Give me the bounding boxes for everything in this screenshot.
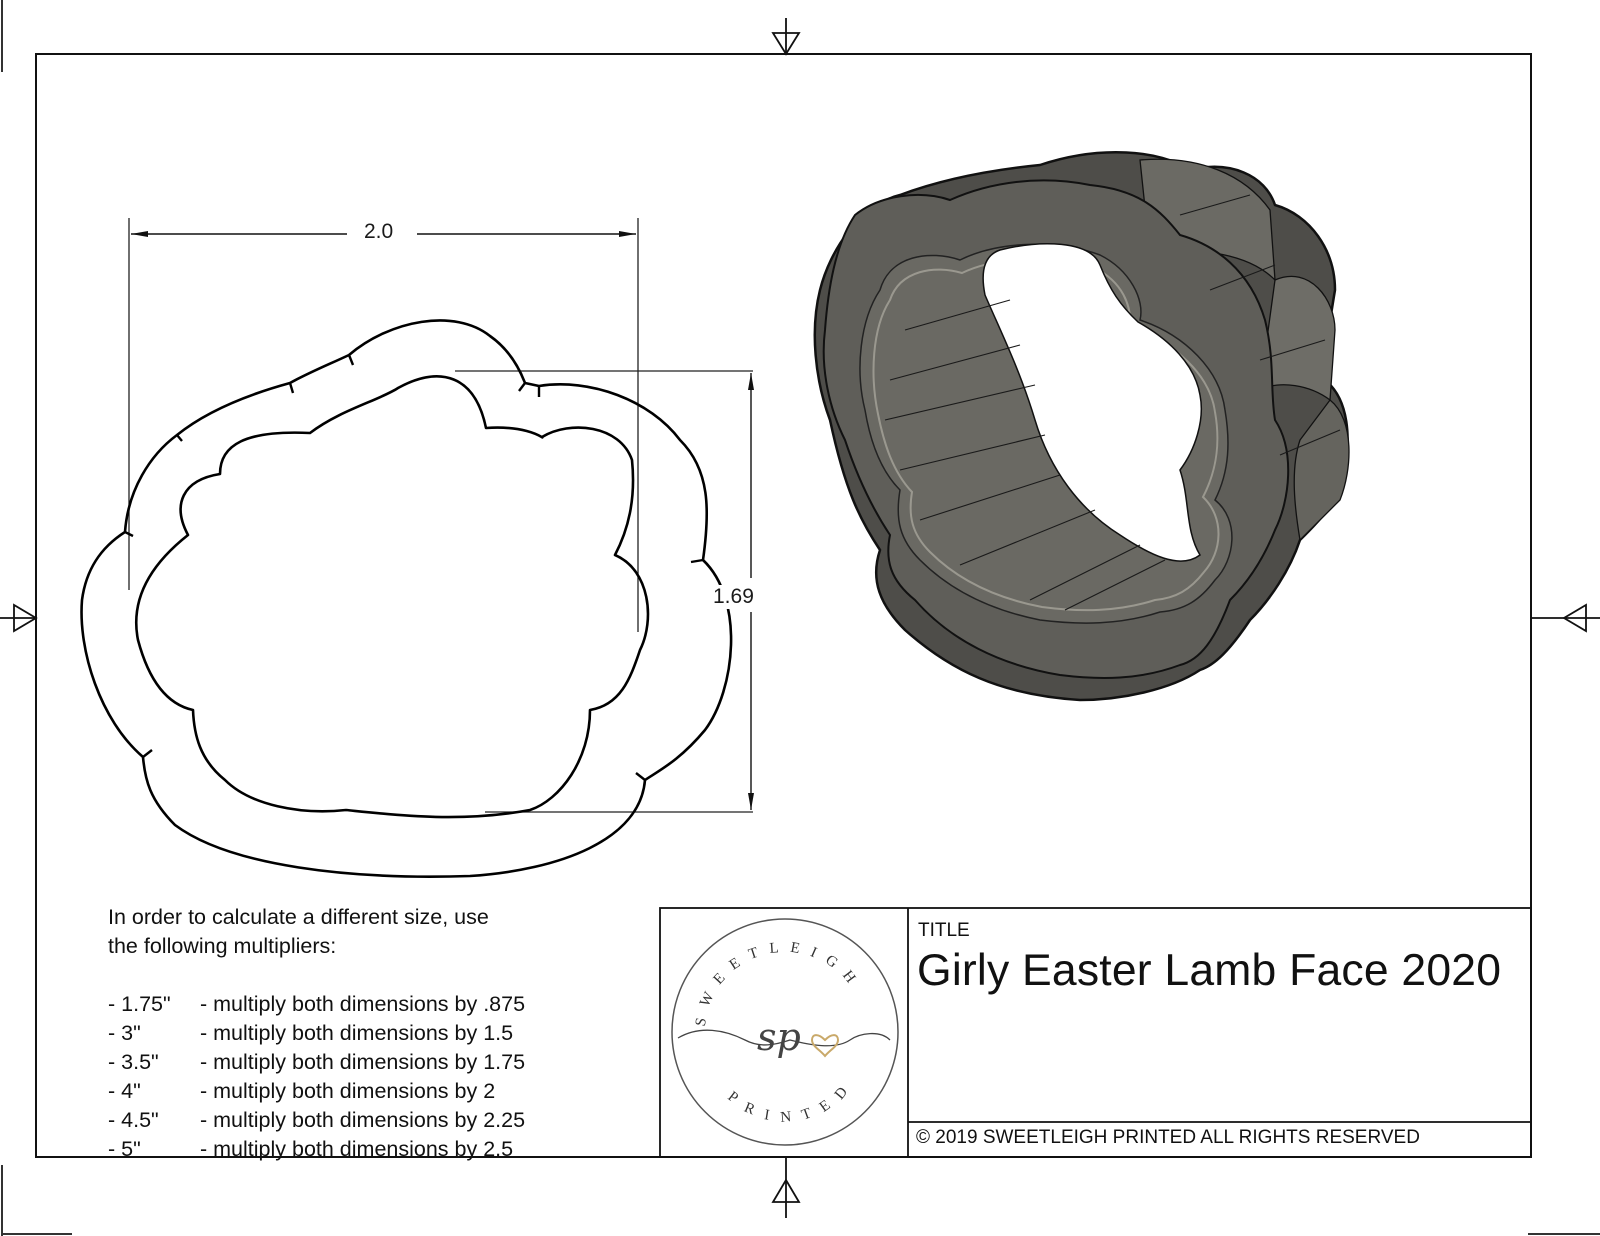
- title-block: [659, 907, 1532, 1158]
- resize-notes: In order to calculate a different size, …: [108, 903, 525, 1164]
- notes-intro-line-1: In order to calculate a different size, …: [108, 905, 489, 929]
- logo-bottom-text: PRINTED: [725, 1075, 859, 1126]
- dimension-extension-lines: [128, 218, 753, 813]
- copyright-notice: © 2019 SWEETLEIGH PRINTED ALL RIGHTS RES…: [916, 1127, 1420, 1148]
- drawing-title: Girly Easter Lamb Face 2020: [917, 946, 1502, 995]
- multiplier-row: - 5"- multiply both dimensions by 2.5: [108, 1137, 514, 1161]
- multiplier-row: - 3.5"- multiply both dimensions by 1.75: [108, 1050, 526, 1074]
- title-label: TITLE: [918, 920, 970, 941]
- brand-logo: SWEETLEIGH PRINTED sp: [671, 918, 899, 1146]
- center-marker-top: [771, 18, 801, 56]
- multiplier-row: - 1.75"- multiply both dimensions by .87…: [108, 992, 526, 1016]
- heart-icon: [810, 1034, 840, 1058]
- center-marker-right: [1531, 603, 1600, 633]
- cutter-3d-render: [813, 151, 1350, 702]
- width-dimension-label: 2.0: [360, 220, 398, 244]
- height-dimension: [748, 373, 754, 810]
- center-marker-bottom: [771, 1157, 801, 1218]
- logo-monogram: sp: [757, 1015, 801, 1059]
- width-dimension: [131, 231, 636, 237]
- cutter-inner-outline: [134, 375, 650, 819]
- notes-intro-line-2: the following multipliers:: [108, 934, 337, 958]
- outline-segment-ticks: [124, 354, 704, 781]
- multiplier-row: - 3"- multiply both dimensions by 1.5: [108, 1021, 514, 1045]
- cutter-outer-outline: [80, 319, 733, 878]
- logo-swash: [677, 1029, 891, 1047]
- multiplier-row: - 4.5"- multiply both dimensions by 2.25: [108, 1108, 526, 1132]
- multiplier-row: - 4"- multiply both dimensions by 2: [108, 1079, 496, 1103]
- height-dimension-label: 1.69: [709, 585, 758, 609]
- center-marker-left: [0, 603, 38, 633]
